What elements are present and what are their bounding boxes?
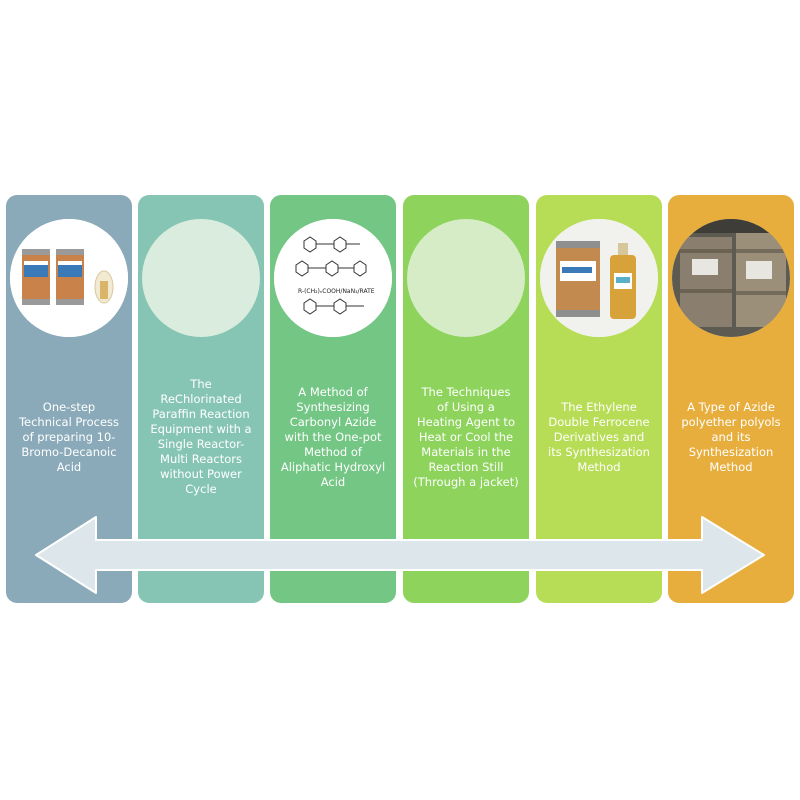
step-label: The Ethylene Double Ferrocene Derivative… [548, 400, 650, 474]
step-label: A Method of Synthesizing Carbonyl Azide … [280, 385, 386, 489]
step-label: The ReChlorinated Paraffin Reaction Equi… [150, 377, 252, 496]
drum-and-bottle-photo [540, 219, 658, 337]
empty-image-circle [142, 219, 260, 337]
chemical-structure-diagram: R-(CH₂)ₙCOOH/NaN₃/RATE [274, 219, 392, 337]
step-card-3: R-(CH₂)ₙCOOH/NaN₃/RATE A Method of Synth… [270, 195, 396, 603]
step-card-1: One-step Technical Process of preparing … [6, 195, 132, 603]
steel-barrels-photo [672, 219, 790, 337]
step-label: The Techniques of Using a Heating Agent … [413, 385, 519, 489]
structure-label: R-(CH₂)ₙCOOH/NaN₃/RATE [298, 288, 375, 295]
step-card-6: A Type of Azide polyether polyols and it… [668, 195, 794, 603]
step-label: A Type of Azide polyether polyols and it… [681, 400, 781, 474]
step-card-4: The Techniques of Using a Heating Agent … [403, 195, 529, 603]
empty-image-circle [407, 219, 525, 337]
step-label: One-step Technical Process of preparing … [18, 400, 120, 474]
step-card-5: The Ethylene Double Ferrocene Derivative… [536, 195, 662, 603]
step-card-2: The ReChlorinated Paraffin Reaction Equi… [138, 195, 264, 603]
product-drums-photo [10, 219, 128, 337]
